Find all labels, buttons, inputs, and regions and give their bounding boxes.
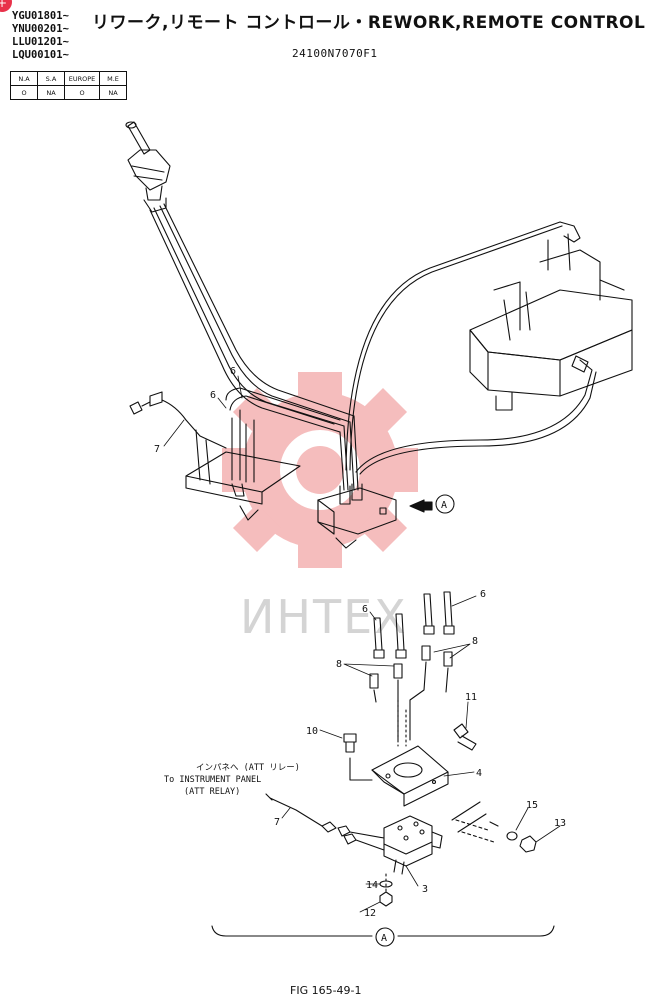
wire-harness-lower-icon: [265, 793, 385, 851]
callout-6: 6: [480, 589, 486, 600]
callout-14: 14: [366, 880, 378, 891]
callout-12: 12: [364, 908, 376, 919]
plus-badge[interactable]: +: [0, 0, 12, 12]
view-a-arrow-icon: [409, 494, 455, 514]
watermark-text: ИНТЕХ: [240, 590, 408, 644]
callout-11: 11: [465, 692, 477, 703]
region-value: O: [10, 85, 38, 100]
callout-6: 6: [210, 390, 216, 401]
callout-4: 4: [476, 768, 482, 779]
annotation-line-1: To INSTRUMENT PANEL: [164, 775, 261, 785]
serial-range: LQU00101~: [12, 49, 69, 61]
callout-7: 7: [274, 817, 280, 828]
page-title: リワーク,リモート コントロール・REWORK,REMOTE CONTROL: [92, 13, 646, 33]
serial-range: YGU01801~: [12, 10, 69, 22]
view-a-marker: A: [441, 500, 447, 511]
watermark-gear-icon: [222, 372, 418, 568]
callout-3: 3: [422, 884, 428, 895]
mounting-bracket-icon: [349, 745, 449, 807]
callout-7: 7: [154, 444, 160, 455]
callout-8: 8: [472, 636, 478, 647]
serial-range: LLU01201~: [12, 36, 69, 48]
region-table: N.A S.A EUROPE M.E O NA O NA: [10, 71, 127, 100]
view-a-bracket: [211, 925, 555, 947]
pressure-switch-icon: [383, 815, 443, 875]
region-value: NA: [99, 85, 127, 100]
serial-range: YNU00201~: [12, 23, 69, 35]
region-value-row: O NA O NA: [10, 85, 127, 100]
callout-13: 13: [554, 818, 566, 829]
leader-lines: [163, 375, 561, 913]
upper-bracket-assembly-icon: [185, 387, 397, 549]
callout-10: 10: [306, 726, 318, 737]
adapter-fittings-icon: [369, 645, 453, 747]
callout-6: 6: [230, 366, 236, 377]
bolt-icon: [343, 723, 477, 753]
washer-nut-right-icon: [451, 801, 537, 853]
callout-8: 8: [336, 659, 342, 670]
callout-6: 6: [362, 604, 368, 615]
control-valve-block-icon: [469, 233, 633, 411]
annotation-japanese: インパネへ (ATT リレー): [196, 763, 300, 773]
figure-number: FIG 165-49-1: [290, 984, 362, 997]
annotation-line-2: (ATT RELAY): [184, 787, 240, 797]
serial-range-list: YGU01801~ YNU00201~ LLU01201~ LQU00101~: [12, 10, 69, 62]
nut-icon: [379, 873, 393, 907]
view-a-marker: A: [381, 933, 387, 944]
wire-harness-upper-icon: [129, 391, 227, 449]
hose-end-fittings-icon: [373, 591, 455, 659]
callout-15: 15: [526, 800, 538, 811]
pilot-hose-lines: [149, 203, 597, 491]
part-number: 24100N7070F1: [292, 47, 378, 60]
joystick-lever-icon: [125, 121, 171, 213]
